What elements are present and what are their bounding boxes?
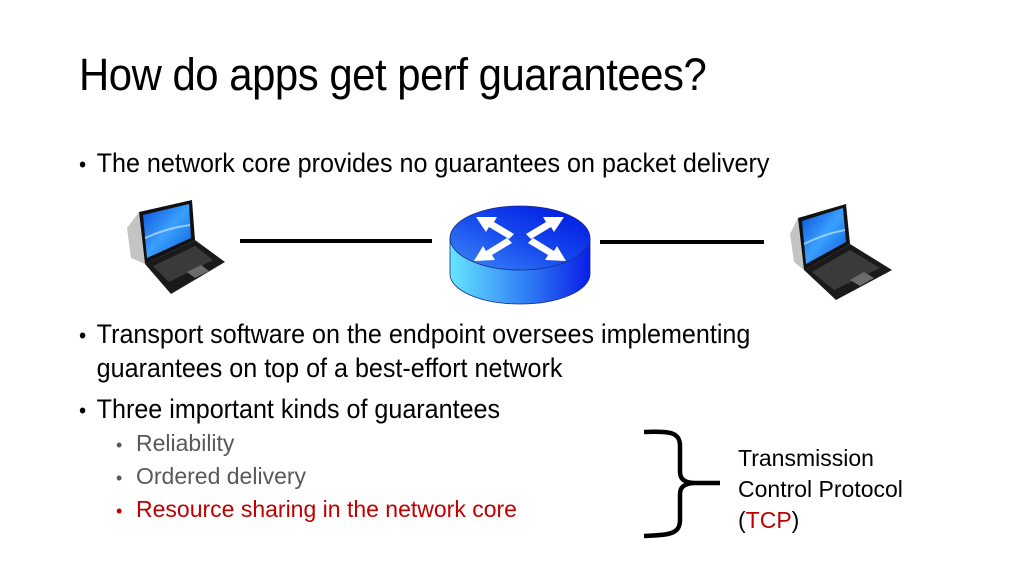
bullet-transport-software: • Transport software on the endpoint over… [79, 318, 750, 384]
sub-bullet-marker: • [116, 501, 123, 521]
subitem-ordered-delivery: • Ordered delivery [116, 462, 306, 492]
tcp-annotation: Transmission Control Protocol (TCP) [738, 443, 903, 536]
right-curly-brace-icon [643, 429, 720, 539]
bullet-three-guarantees: • Three important kinds of guarantees [79, 393, 500, 427]
bullet-text: The network core provides no guarantees … [96, 148, 770, 178]
bullet-marker: • [79, 398, 87, 423]
bullet-marker: • [79, 323, 87, 348]
bullet-network-core: • The network core provides no guarantees… [79, 147, 769, 181]
sub-bullet-text: Resource sharing in the network core [136, 496, 517, 522]
link-line-left [240, 239, 432, 243]
bullet-text: Three important kinds of guarantees [96, 394, 501, 424]
tcp-line3: (TCP) [738, 505, 903, 536]
sub-bullet-marker: • [116, 435, 123, 455]
bullet-text-line1: Transport software on the endpoint overs… [96, 319, 751, 349]
sub-bullet-text: Ordered delivery [136, 463, 307, 489]
slide-title: How do apps get perf guarantees? [79, 49, 707, 100]
paren-open: ( [738, 507, 746, 533]
router-icon [449, 205, 591, 305]
link-line-right [600, 240, 764, 244]
sub-bullet-text: Reliability [136, 430, 235, 456]
tcp-line2: Control Protocol [738, 476, 903, 502]
subitem-reliability: • Reliability [116, 429, 234, 459]
tcp-line1: Transmission [738, 445, 874, 471]
bullet-marker: • [79, 152, 87, 177]
laptop-icon [790, 204, 892, 300]
paren-close: ) [791, 507, 800, 533]
bullet-text-line2: guarantees on top of a best-effort netwo… [96, 353, 563, 383]
sub-bullet-marker: • [116, 468, 123, 488]
tcp-acronym: TCP [745, 507, 792, 533]
laptop-icon [127, 200, 225, 294]
subitem-resource-sharing: • Resource sharing in the network core [116, 495, 517, 525]
